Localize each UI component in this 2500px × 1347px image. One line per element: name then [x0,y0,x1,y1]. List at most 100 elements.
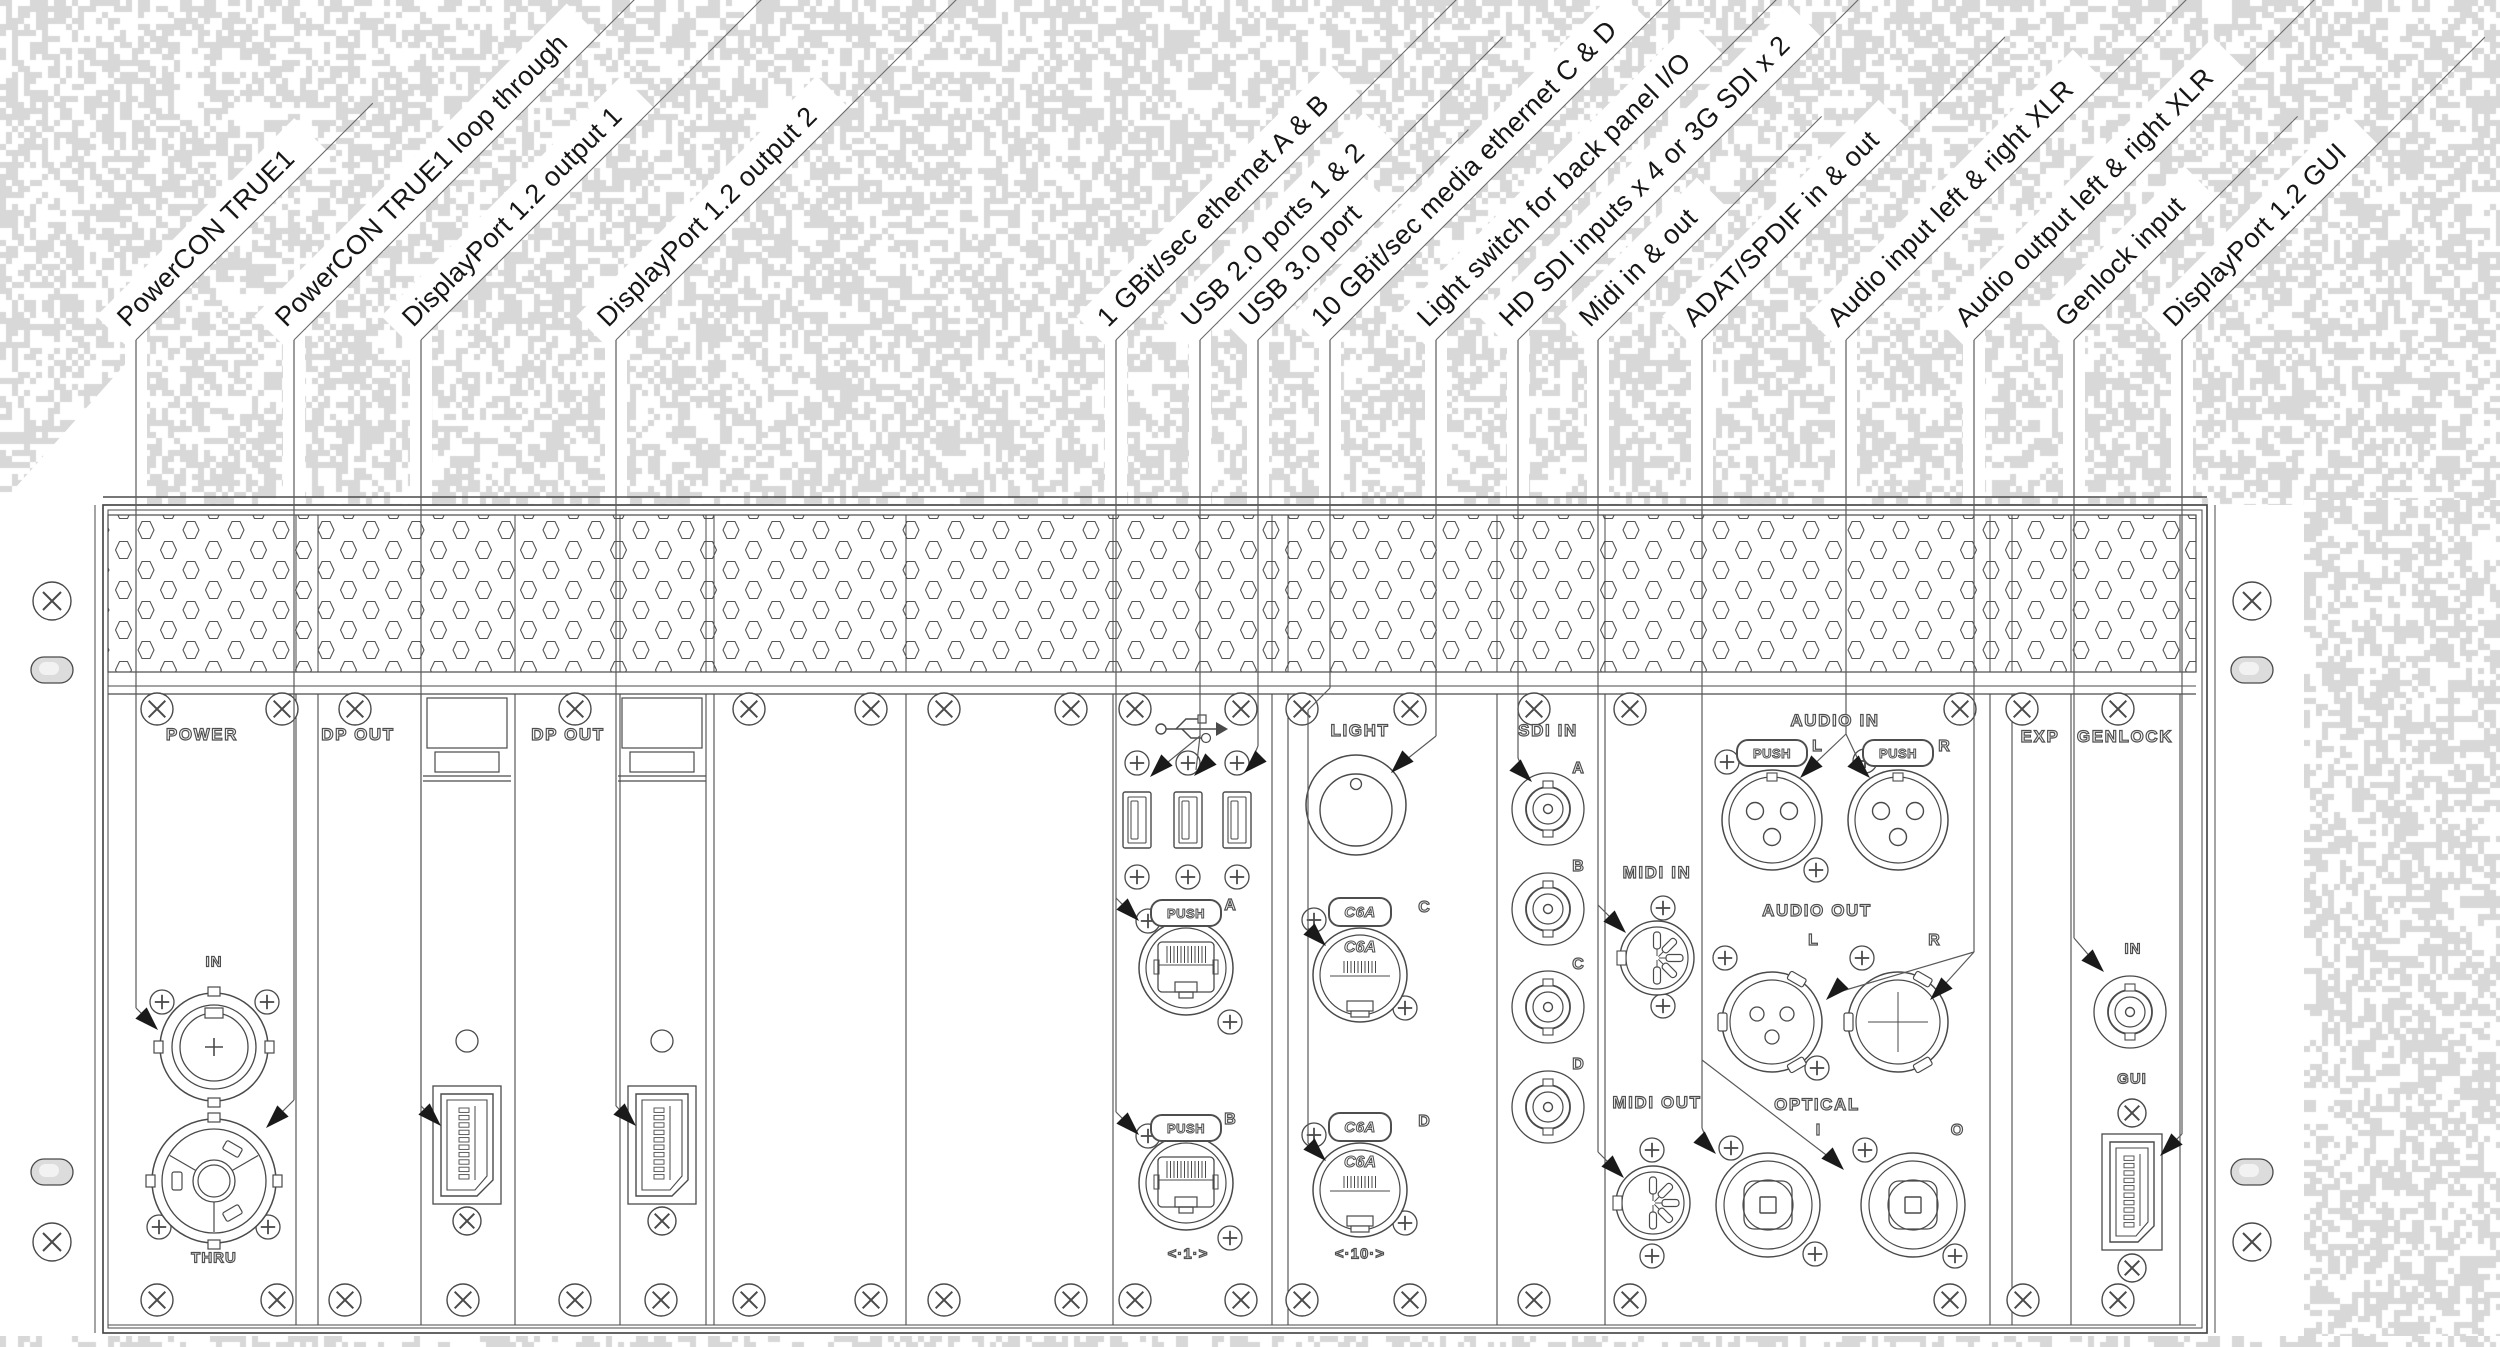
screw-x [1943,692,1977,726]
screw-phillips [1124,750,1150,776]
screw-x [2005,692,2039,726]
leader-arrowhead [1603,910,1626,933]
light-knob [1305,754,1407,856]
leader-arrowhead [266,1105,289,1128]
screw-phillips [1802,1241,1828,1267]
leader-arrowhead [1821,1147,1844,1170]
line [1701,1059,1839,1165]
leader-arrowhead [1509,759,1532,782]
line [934,699,954,719]
line [1231,699,1251,719]
leader-arrowhead [1116,898,1139,921]
optical-label: OPTICAL [1774,1094,1860,1114]
speed-1-marking: <·1·> [1167,1245,1209,1263]
line [1517,0,1859,341]
line [135,102,374,341]
line [739,699,759,719]
screw-x [927,692,961,726]
audio-in-l-letter: L [1812,737,1823,755]
screw-x [1285,1283,1319,1317]
leader-arrowhead [1601,1155,1624,1178]
screw-phillips [1217,1225,1243,1251]
leader-arrowhead [1930,977,1953,1000]
line [459,1213,475,1229]
line [934,1290,954,1310]
line [615,0,957,341]
ethercon-c6a-c-connector [1312,927,1408,1023]
optical-o-letter: O [1950,1121,1964,1139]
screw-phillips [1650,895,1676,921]
xlr-audio-in-r-connector [1847,769,1949,871]
ear-slot [30,1158,74,1186]
screw-phillips [1639,1243,1665,1269]
xlr-audio-out-l-connector [1717,970,1823,1074]
module-seams [295,515,2181,1325]
screw-phillips [254,989,280,1015]
line [565,1290,585,1310]
screw-x [2006,1283,2040,1317]
genlock-in-label: IN [2124,940,2142,958]
power-thru-label: THRU [191,1249,237,1267]
sdi-c-letter: C [1572,955,1585,973]
line [1620,1290,1640,1310]
screw-x [1517,1283,1551,1317]
line [651,1290,671,1310]
leader-arrowhead [613,1103,636,1126]
line [1831,951,1975,995]
line [345,699,365,719]
leader-arrowhead [1303,923,1326,946]
leader-arrowhead [1303,1138,1326,1161]
midi-out-label: MIDI OUT [1612,1092,1702,1112]
c6a-tab-c: C6A [1328,897,1392,927]
leader-arrowhead [1150,754,1173,777]
line [2124,1105,2140,1121]
gui-label: GUI [2117,1070,2147,1088]
leader-arrowhead [1693,1131,1716,1154]
line [147,699,167,719]
line [2108,699,2128,719]
screw-x [927,1283,961,1317]
screw-x [338,692,372,726]
line [1061,1290,1081,1310]
xlr-audio-in-l-connector [1721,769,1823,871]
line [1658,951,1664,957]
screw-x [2101,1283,2135,1317]
leader-arrowhead [1800,755,1823,778]
screw-phillips [1124,864,1150,890]
line [453,1290,473,1310]
screw-x [452,1206,482,1236]
genlock-label: GENLOCK [2076,726,2174,746]
line [1125,1290,1145,1310]
sdi-in-label: SDI IN [1518,720,1578,740]
screw-x [647,1206,677,1236]
ear-screw [2232,581,2272,621]
midi-out-connector [1612,1165,1691,1241]
c6a-print-d: C6A [1343,1154,1377,1172]
ear-screw [32,581,72,621]
leader-arrowhead [1244,750,1267,773]
line [1597,116,1822,341]
screw-x [328,1283,362,1317]
leader-arrowhead [1116,1112,1139,1135]
line [1231,1290,1251,1310]
screw-x [1118,692,1152,726]
ethernet-c-letter: C [1418,898,1431,916]
ear-slot [30,656,74,684]
line [1524,1290,1544,1310]
screw-x [140,692,174,726]
screw-x [558,1283,592,1317]
ear-screw [32,1222,72,1262]
screw-x [644,1283,678,1317]
line [267,1290,287,1310]
push-tab-ethernet-b: PUSH [1150,1114,1222,1142]
line [1654,1204,1660,1210]
screw-phillips [1942,1243,1968,1269]
line [2013,1290,2033,1310]
line [147,1290,167,1310]
powercon-thru-connector [145,1112,283,1250]
screw-x [2117,1253,2147,1283]
noise-texture-right [2304,500,2500,1347]
usb-port [1173,791,1203,849]
line [654,1213,670,1229]
